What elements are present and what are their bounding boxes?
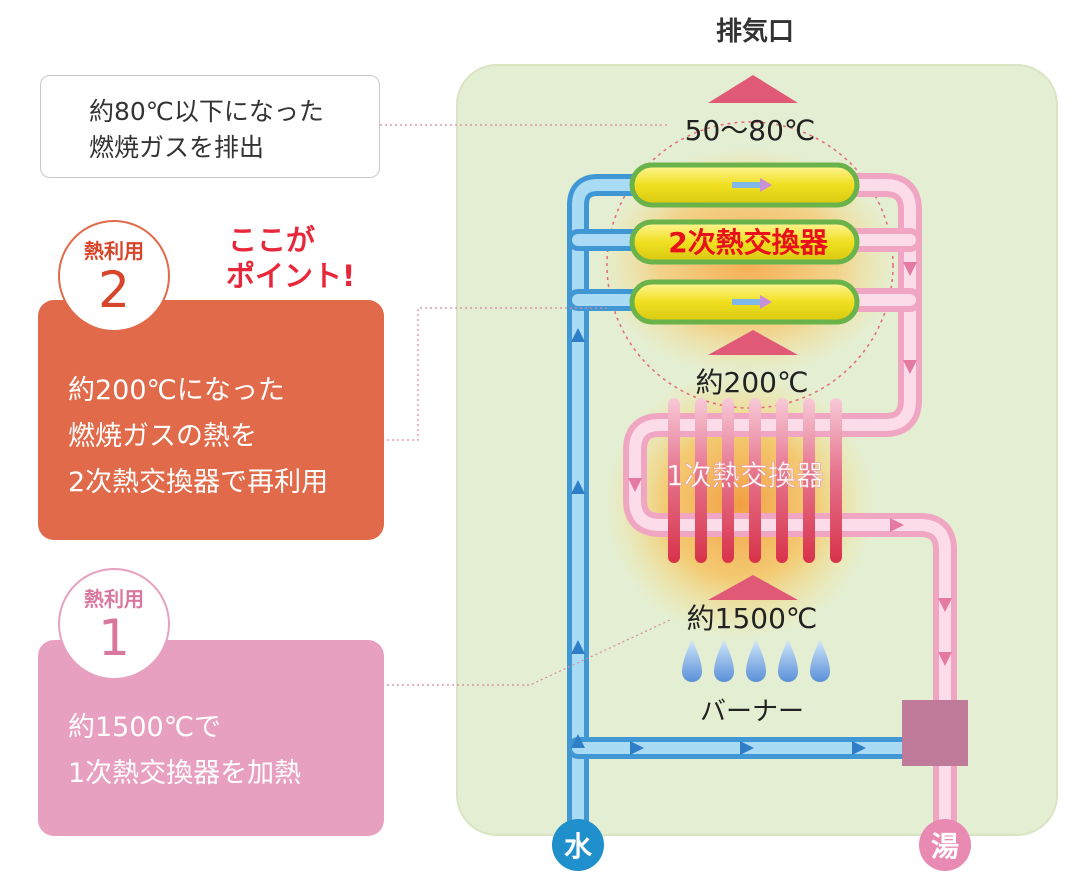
heat-use-2-badge-number: 2: [98, 261, 130, 319]
heat-flow-arrow-bottom: [708, 575, 798, 600]
heat-use-1-badge-label: 熱利用: [84, 587, 144, 611]
point-label-line1: ここが: [228, 223, 316, 257]
heat-use-1-line1: 約1500℃で: [68, 712, 222, 743]
primary-exchanger-fins: [668, 398, 842, 563]
heat-use-2-line2: 燃焼ガスの熱を: [68, 421, 257, 452]
burner-flames: [682, 640, 830, 682]
point-label: ここが ポイント!: [226, 222, 378, 294]
point-label-line2: ポイント!: [226, 259, 356, 293]
secondary-exchanger-tubes: [629, 162, 860, 325]
heat-use-2-line1: 約200℃になった: [68, 375, 285, 406]
heat-use-1-badge: 熱利用 1: [58, 568, 170, 680]
water-flow-arrows: [571, 328, 866, 755]
exhaust-temp: 50〜80℃: [685, 114, 816, 147]
exhaust-note-line1: 約80℃以下になった: [89, 97, 324, 126]
exhaust-arrow: [708, 75, 798, 103]
heat-use-2-line3: 2次熱交換器で再利用: [68, 467, 329, 498]
water-inlet-badge: [552, 819, 604, 871]
heat-flow-arrow-mid: [708, 330, 798, 355]
hot-water-outlet-badge: [919, 819, 971, 871]
heat-use-2-badge-label: 熱利用: [84, 239, 144, 263]
exhaust-note-line2: 燃焼ガスを排出: [89, 133, 265, 162]
secondary-exchanger-label: 2次熱交換器: [668, 226, 828, 259]
mid-temp: 約200℃: [696, 366, 809, 399]
heat-use-2-panel: 約200℃になった 燃焼ガスの熱を 2次熱交換器で再利用: [38, 300, 384, 540]
exhaust-note-box: 約80℃以下になった 燃焼ガスを排出: [40, 75, 380, 178]
heat-use-1-badge-number: 1: [98, 609, 130, 667]
heat-use-1-line2: 1次熱交換器を加熱: [68, 758, 302, 789]
water-label: 水: [564, 830, 593, 863]
exhaust-label: 排気口: [716, 16, 794, 47]
hot-water-label: 湯: [931, 830, 959, 863]
burner-temp: 約1500℃: [687, 602, 818, 635]
leader-lines: [380, 124, 671, 686]
primary-exchanger-label: 1次熱交換器: [666, 459, 824, 492]
heat-use-2-badge: 熱利用 2: [58, 220, 170, 332]
burner-label: バーナー: [700, 697, 804, 727]
hot-water-pipes: [623, 173, 957, 847]
mixing-unit: [902, 700, 968, 766]
hot-water-flow-arrows: [628, 262, 952, 666]
